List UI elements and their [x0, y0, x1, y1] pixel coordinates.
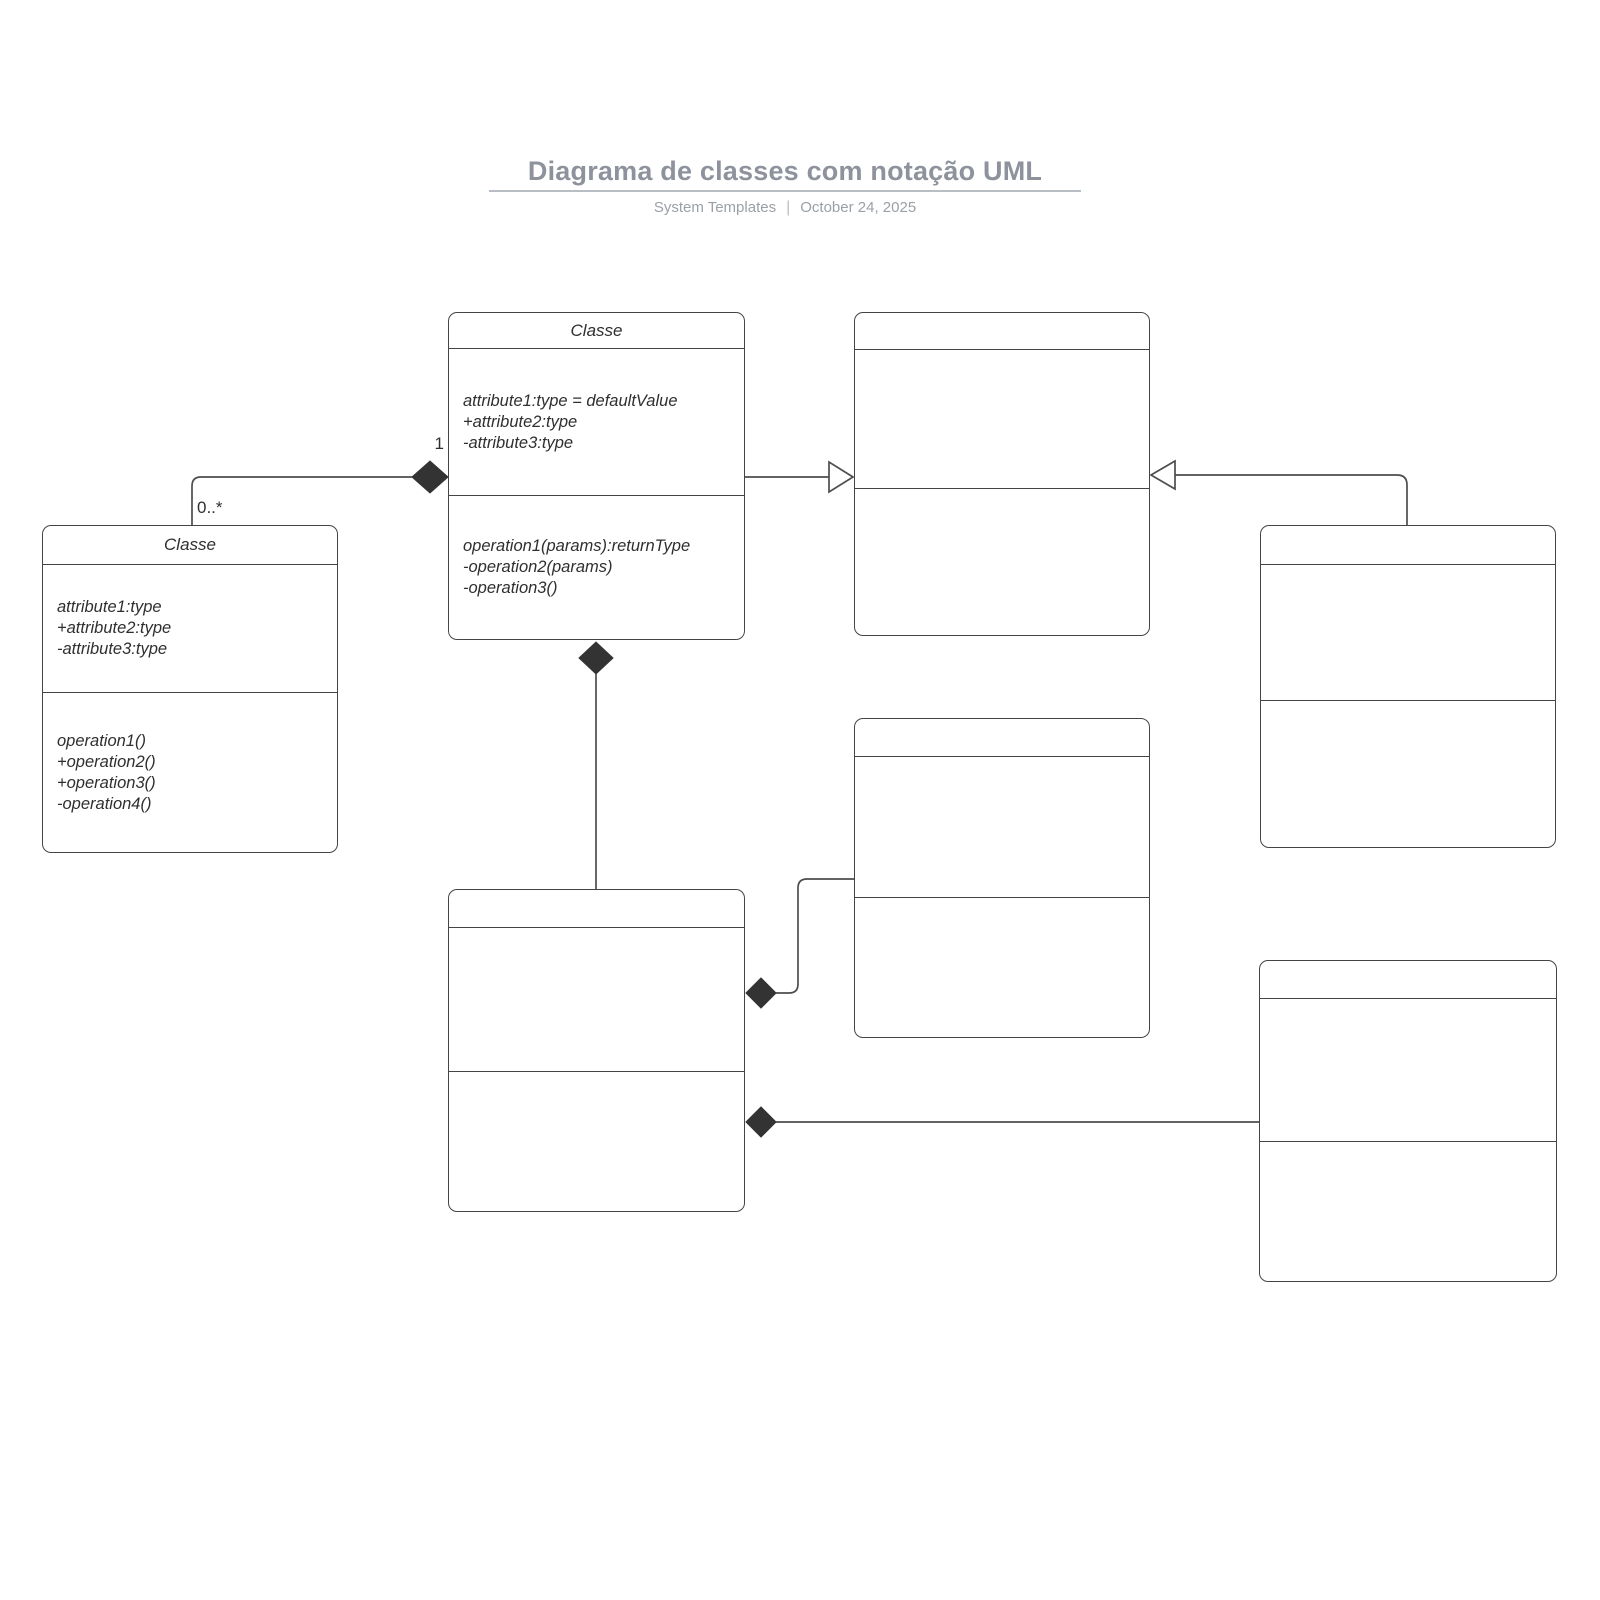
- uml-class-bottom-center: [448, 889, 745, 1212]
- class-member-line: +operation2(): [57, 752, 156, 771]
- class-title: Classe: [43, 526, 337, 565]
- multiplicity-label-one: 1: [434, 434, 444, 453]
- class-attributes: [449, 928, 744, 1072]
- uml-class-bottom-right: [1259, 960, 1557, 1282]
- class-member-line: operation1(): [57, 731, 146, 750]
- class-title: [855, 313, 1149, 350]
- class-title: [855, 719, 1149, 757]
- multiplicity-label-many: 0..*: [197, 498, 223, 517]
- uml-class-left: Classe attribute1:type +attribute2:type -a…: [42, 525, 338, 853]
- generalization-arrow-right: [1149, 459, 1176, 491]
- class-operations: [449, 1072, 744, 1211]
- uml-class-top-right: [854, 312, 1150, 636]
- class-member-line: attribute1:type: [57, 598, 162, 616]
- class-attributes: [855, 350, 1149, 489]
- class-operations: [1260, 1142, 1556, 1281]
- uml-class-center: Classe attribute1:type = defaultValue +at…: [448, 312, 745, 640]
- composition-connector-middle: [776, 878, 854, 994]
- composition-connector-left: [191, 476, 412, 525]
- class-member-line: operation1(params):returnType: [463, 537, 691, 555]
- class-member-line: -attribute3:type: [463, 433, 574, 452]
- class-attributes: [1260, 999, 1556, 1142]
- byline: System Templates: [653, 199, 777, 216]
- class-title: [1260, 961, 1556, 999]
- page-title: Diagrama de classes com notação UML: [527, 156, 1043, 186]
- class-operations: operation1(params):returnType -operation2…: [449, 496, 744, 639]
- class-operations: operation1() +operation2() +operation3() -o…: [43, 693, 337, 852]
- class-attributes: [1261, 565, 1555, 701]
- generalization-arrow-left: [828, 460, 855, 494]
- page-subtitle: System Templates | October 24, 2025: [385, 199, 1185, 217]
- title-underline: [489, 190, 1081, 192]
- date: October 24, 2025: [800, 199, 917, 216]
- class-member-line: -operation2(params): [463, 558, 613, 576]
- composition-diamond-middle: [745, 977, 777, 1009]
- uml-class-middle: [854, 718, 1150, 1038]
- class-member-line: +attribute2:type: [463, 412, 578, 431]
- class-member-line: -attribute3:type: [57, 640, 168, 658]
- class-member-line: attribute1:type = defaultValue: [463, 391, 678, 410]
- document-header: Diagrama de classes com notação UML Syst…: [385, 156, 1185, 217]
- class-title: Classe: [449, 313, 744, 349]
- composition-diamond-bottomright: [745, 1106, 777, 1138]
- class-title: [1261, 526, 1555, 565]
- class-operations: [855, 898, 1149, 1037]
- class-member-line: -operation3(): [463, 579, 558, 597]
- class-title: [449, 890, 744, 928]
- class-attributes: attribute1:type = defaultValue +attribute…: [449, 349, 744, 496]
- class-attributes: attribute1:type +attribute2:type -attribut…: [43, 565, 337, 693]
- class-operations: [1261, 701, 1555, 847]
- generalization-connector-right: [1175, 474, 1408, 526]
- subtitle-separator: |: [786, 199, 791, 216]
- class-member-line: +attribute2:type: [57, 619, 172, 637]
- class-member-line: +operation3(): [57, 773, 156, 792]
- uml-class-right: [1260, 525, 1556, 848]
- class-member-line: -operation4(): [57, 794, 152, 813]
- composition-diamond-down: [578, 641, 614, 675]
- class-operations: [855, 489, 1149, 635]
- composition-diamond-left: [411, 460, 449, 494]
- class-attributes: [855, 757, 1149, 898]
